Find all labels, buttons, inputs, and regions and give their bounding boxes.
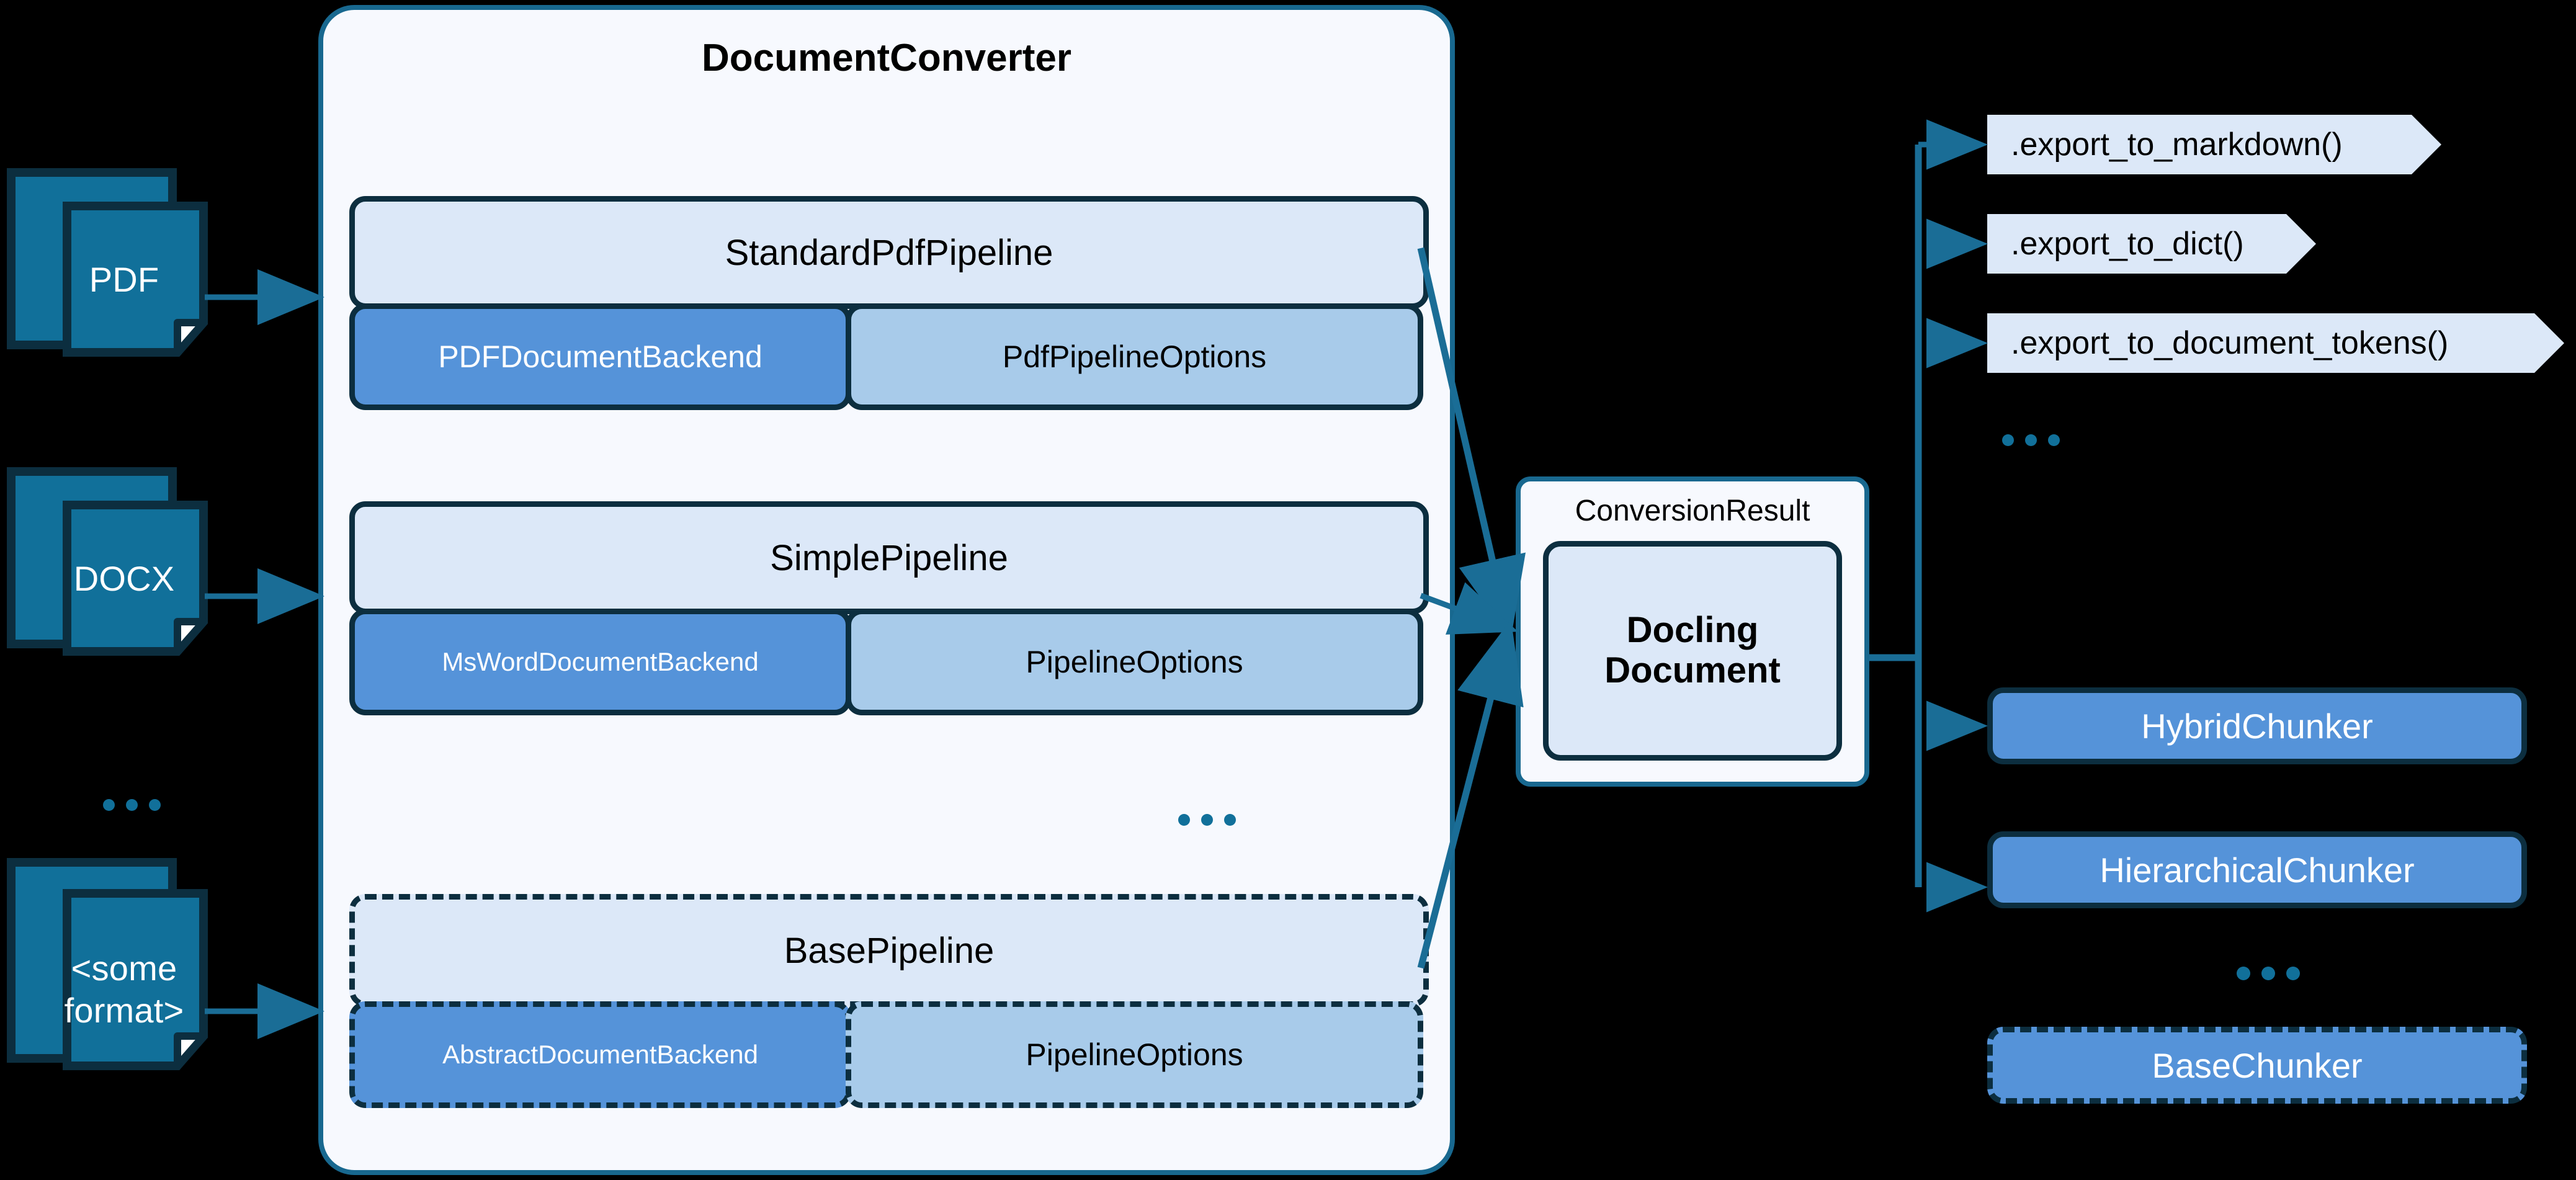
pipeline-row: MsWordDocumentBackend PipelineOptions xyxy=(349,609,1429,715)
chunker-hybrid-label: HybridChunker xyxy=(2141,706,2373,746)
docx-document-stack-icon xyxy=(7,467,208,656)
export-to-dict-label: .export_to_dict() xyxy=(2011,226,2244,262)
chunker-hierarchical-label: HierarchicalChunker xyxy=(2100,850,2415,890)
conversion-result-label: ConversionResult xyxy=(1575,494,1810,527)
dot xyxy=(2261,967,2275,980)
pipeline-base[interactable]: BasePipeline AbstractDocumentBackend Pip… xyxy=(349,894,1429,1108)
pipeline-simple[interactable]: SimplePipeline MsWordDocumentBackend Pip… xyxy=(349,501,1429,715)
generic-document-stack-icon xyxy=(7,858,208,1070)
dot xyxy=(149,799,161,811)
backend-abstractdocumentbackend[interactable]: AbstractDocumentBackend xyxy=(349,1001,852,1108)
chunker-hierarchical[interactable]: HierarchicalChunker xyxy=(1987,831,2527,908)
docling-document-box[interactable]: Docling Document xyxy=(1543,541,1842,761)
options-pipelineoptions-base[interactable]: PipelineOptions xyxy=(846,1001,1423,1108)
chunker-base[interactable]: BaseChunker xyxy=(1987,1027,2527,1104)
input-doc-some-format[interactable]: <some format> xyxy=(6,858,237,1073)
pipeline-name-simple: SimplePipeline xyxy=(349,501,1429,614)
pipeline-standard-pdf[interactable]: StandardPdfPipeline PDFDocumentBackend P… xyxy=(349,196,1429,410)
backend-msworddocumentbackend[interactable]: MsWordDocumentBackend xyxy=(349,609,852,715)
docling-document-line1: Docling xyxy=(1626,610,1759,651)
dot xyxy=(1224,814,1236,826)
export-to-markdown-label: .export_to_markdown() xyxy=(2011,127,2343,163)
input-doc-pdf[interactable]: PDF xyxy=(6,168,237,360)
chunker-base-label: BaseChunker xyxy=(2152,1045,2363,1085)
dot xyxy=(2002,434,2014,446)
export-to-dict-banner[interactable]: .export_to_dict() xyxy=(1987,214,2316,274)
dot xyxy=(2237,967,2250,980)
pipeline-row: PDFDocumentBackend PdfPipelineOptions xyxy=(349,303,1429,410)
dot xyxy=(1178,814,1190,826)
chunker-hybrid[interactable]: HybridChunker xyxy=(1987,687,2527,764)
pipeline-ellipsis xyxy=(1178,814,1236,826)
page-title: DocumentConverter xyxy=(702,37,1071,79)
conversion-result-panel: ConversionResult Docling Document xyxy=(1516,476,1869,787)
dot xyxy=(126,799,138,811)
input-ellipsis xyxy=(103,799,161,811)
dot xyxy=(2286,967,2300,980)
dot xyxy=(2025,434,2037,446)
pipeline-name-standard-pdf: StandardPdfPipeline xyxy=(349,196,1429,309)
export-to-document-tokens-label: .export_to_document_tokens() xyxy=(2011,325,2449,361)
options-pipelineoptions[interactable]: PipelineOptions xyxy=(846,609,1423,715)
pdf-document-stack-icon xyxy=(7,168,208,357)
pipeline-row: AbstractDocumentBackend PipelineOptions xyxy=(349,1001,1429,1108)
docling-document-line2: Document xyxy=(1604,650,1781,691)
options-pdfpipelineoptions[interactable]: PdfPipelineOptions xyxy=(846,303,1423,410)
backend-pdfdocumentbackend[interactable]: PDFDocumentBackend xyxy=(349,303,852,410)
dot xyxy=(103,799,115,811)
export-to-markdown-banner[interactable]: .export_to_markdown() xyxy=(1987,115,2441,174)
input-doc-docx[interactable]: DOCX xyxy=(6,467,237,659)
document-converter-panel: DocumentConverter StandardPdfPipeline PD… xyxy=(318,5,1455,1175)
dot xyxy=(1201,814,1213,826)
export-to-document-tokens-banner[interactable]: .export_to_document_tokens() xyxy=(1987,313,2564,373)
dot xyxy=(2048,434,2060,446)
export-ellipsis xyxy=(2002,434,2060,446)
pipeline-name-base: BasePipeline xyxy=(349,894,1429,1007)
chunker-ellipsis xyxy=(2237,967,2300,980)
